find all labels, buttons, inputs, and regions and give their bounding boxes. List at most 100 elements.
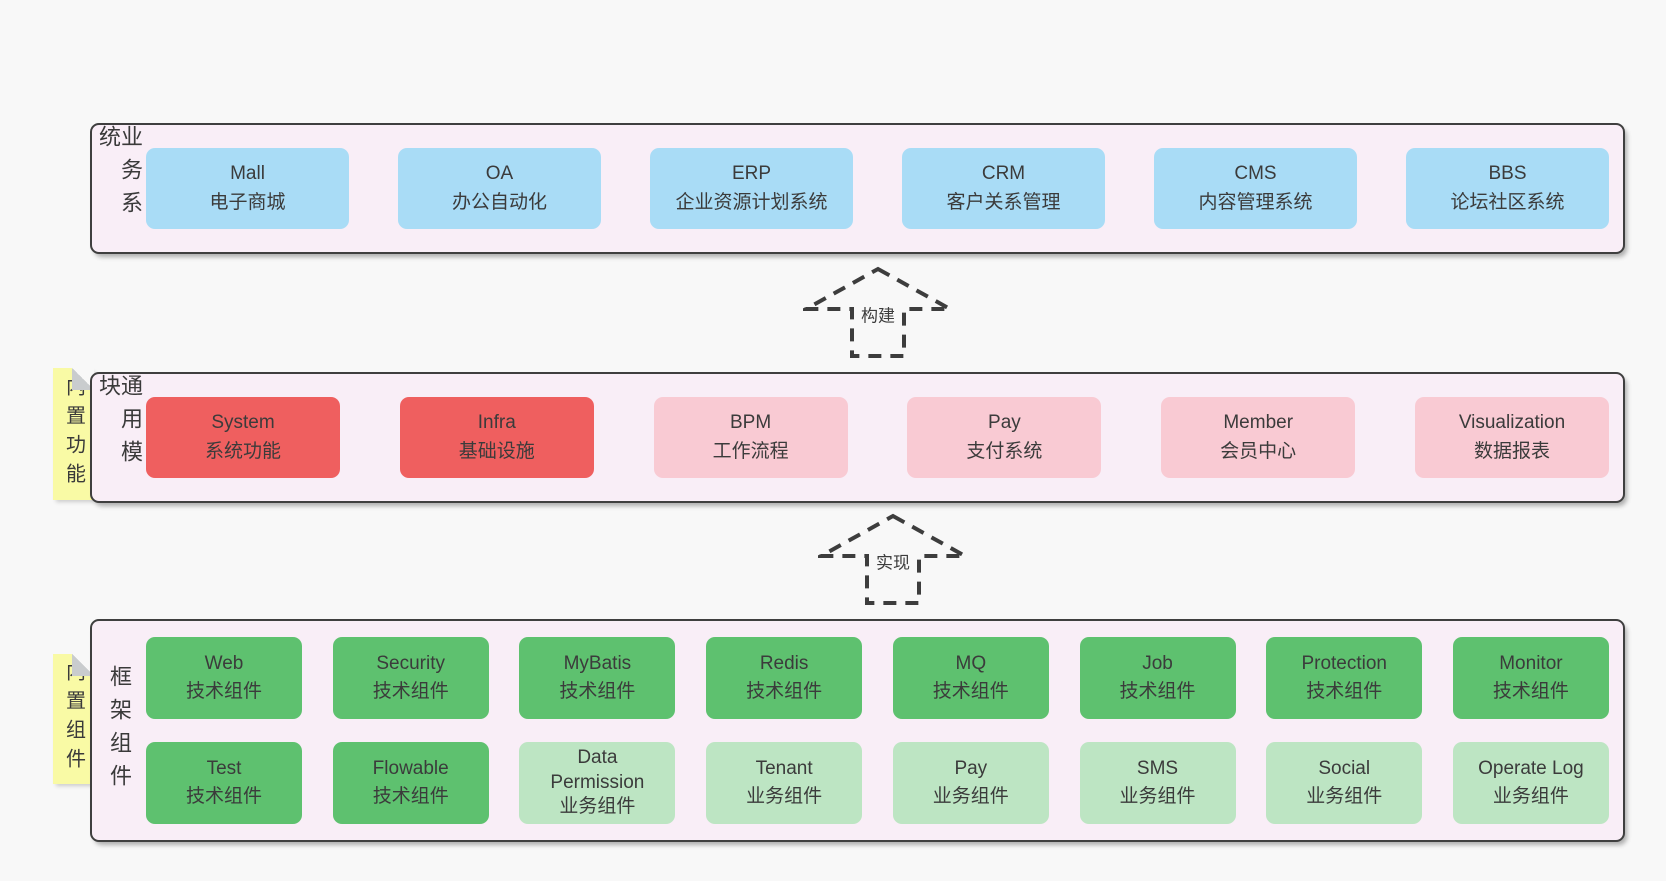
box-pay: Pay 支付系统	[907, 397, 1102, 478]
box-title: Mall	[230, 163, 265, 184]
build-arrow-icon: 构建	[803, 266, 953, 360]
box-crm: CRM 客户关系管理	[902, 148, 1105, 229]
folded-corner-icon	[72, 368, 94, 390]
box-sms: SMS 业务组件	[1079, 742, 1236, 824]
sticky-tab-built-in-components: 内置组件	[53, 654, 94, 784]
box-visualization: Visualization 数据报表	[1414, 397, 1609, 478]
box-subtitle: 支付系统	[966, 440, 1043, 462]
layer-framework-components: 框架组件 Web 技术组件 Security 技术组件 MyBatis 技术组件…	[90, 619, 1625, 842]
component-row-2: Test 技术组件 Flowable 技术组件 Data Permission …	[146, 742, 1609, 824]
box-subtitle: 业务组件	[746, 786, 823, 807]
box-title: Job	[1142, 652, 1173, 674]
box-monitor: Monitor 技术组件	[1452, 637, 1609, 719]
box-subtitle: 技术组件	[185, 786, 262, 807]
build-arrow-label: 构建	[856, 300, 900, 328]
box-title: Data Permission	[550, 746, 645, 793]
box-data-permission: Data Permission 业务组件	[519, 742, 676, 824]
box-system: System 系统功能	[146, 397, 340, 478]
box-title: Infra	[477, 412, 516, 433]
box-title: Monitor	[1499, 652, 1563, 674]
layer-business-systems: 业务系统 Mall 电子商城 OA 办公自动化 ERP 企业资源计划系统 CRM…	[90, 123, 1625, 254]
box-subtitle: 工作流程	[712, 440, 789, 462]
business-boxes: Mall 电子商城 OA 办公自动化 ERP 企业资源计划系统 CRM 客户关系…	[146, 125, 1623, 252]
sticky-tab-label: 内置功能	[62, 376, 85, 492]
box-title: Visualization	[1458, 412, 1566, 433]
layer-label-framework-components: 框架组件	[107, 664, 132, 797]
box-cms: CMS 内容管理系统	[1154, 148, 1357, 229]
box-title: MQ	[955, 652, 987, 674]
box-title: Pay	[988, 412, 1021, 433]
box-subtitle: 技术组件	[746, 681, 823, 702]
box-mq: MQ 技术组件	[892, 637, 1049, 719]
box-title: BPM	[730, 412, 772, 433]
box-subtitle: 客户关系管理	[946, 191, 1061, 213]
box-title: OA	[485, 163, 514, 184]
box-bbs: BBS 论坛社区系统	[1406, 148, 1609, 229]
box-title: SMS	[1136, 757, 1179, 779]
box-subtitle: 数据报表	[1473, 440, 1550, 462]
folded-corner-icon	[72, 654, 94, 676]
box-subtitle: 内容管理系统	[1198, 191, 1313, 213]
box-title: ERP	[731, 163, 772, 184]
implement-arrow-icon: 实现	[818, 513, 968, 607]
component-row-1: Web 技术组件 Security 技术组件 MyBatis 技术组件 Redi…	[146, 637, 1609, 719]
box-subtitle: 业务组件	[1306, 786, 1383, 807]
box-subtitle: 技术组件	[559, 681, 636, 702]
box-title: Flowable	[372, 757, 449, 779]
box-title: Member	[1223, 412, 1294, 433]
sticky-tab-label: 内置组件	[62, 661, 85, 777]
component-rows: Web 技术组件 Security 技术组件 MyBatis 技术组件 Redi…	[146, 621, 1623, 840]
box-title: Redis	[759, 652, 809, 674]
box-protection: Protection 技术组件	[1266, 637, 1423, 719]
box-subtitle: 企业资源计划系统	[675, 191, 828, 213]
box-subtitle: 业务组件	[559, 796, 636, 818]
box-subtitle: 技术组件	[372, 681, 449, 702]
implement-arrow-label: 实现	[871, 547, 915, 575]
box-job: Job 技术组件	[1079, 637, 1236, 719]
box-subtitle: 系统功能	[204, 440, 281, 462]
sticky-tab-built-in-features: 内置功能	[53, 368, 94, 500]
layer-label-common-modules: 通用模块	[96, 374, 143, 473]
box-subtitle: 技术组件	[1119, 681, 1196, 702]
box-infra: Infra 基础设施	[399, 397, 594, 478]
box-title: Operate Log	[1478, 757, 1584, 779]
box-subtitle: 技术组件	[1492, 681, 1569, 702]
box-web: Web 技术组件	[146, 637, 302, 719]
box-security: Security 技术组件	[332, 637, 489, 719]
box-title: Pay	[954, 757, 988, 779]
box-subtitle: 会员中心	[1220, 440, 1297, 462]
box-mybatis: MyBatis 技术组件	[519, 637, 676, 719]
box-title: Tenant	[755, 757, 813, 779]
box-subtitle: 论坛社区系统	[1450, 191, 1565, 213]
box-subtitle: 业务组件	[932, 786, 1009, 807]
layer-common-modules: 通用模块 System 系统功能 Infra 基础设施 BPM 工作流程 Pay…	[90, 372, 1625, 503]
box-member: Member 会员中心	[1161, 397, 1356, 478]
box-tenant: Tenant 业务组件	[706, 742, 863, 824]
box-title: System	[211, 412, 275, 433]
box-flowable: Flowable 技术组件	[332, 742, 489, 824]
box-subtitle: 技术组件	[932, 681, 1009, 702]
box-subtitle: 基础设施	[458, 440, 535, 462]
box-subtitle: 技术组件	[372, 786, 449, 807]
box-operate-log: Operate Log 业务组件	[1452, 742, 1609, 824]
box-subtitle: 技术组件	[1306, 681, 1383, 702]
box-title: MyBatis	[563, 652, 632, 674]
box-oa: OA 办公自动化	[398, 148, 601, 229]
module-boxes: System 系统功能 Infra 基础设施 BPM 工作流程 Pay 支付系统…	[146, 374, 1623, 501]
box-subtitle: 业务组件	[1492, 786, 1569, 807]
box-title: Test	[206, 757, 242, 779]
box-subtitle: 电子商城	[209, 191, 286, 213]
box-title: Protection	[1301, 652, 1387, 674]
layer-label-business-systems: 业务系统	[96, 125, 143, 224]
box-title: CRM	[981, 163, 1026, 184]
box-redis: Redis 技术组件	[706, 637, 863, 719]
box-title: Web	[204, 652, 244, 674]
box-subtitle: 办公自动化	[451, 191, 547, 213]
box-bpm: BPM 工作流程	[653, 397, 848, 478]
box-subtitle: 业务组件	[1119, 786, 1196, 807]
box-pay-biz: Pay 业务组件	[892, 742, 1049, 824]
box-title: Social	[1318, 757, 1371, 779]
box-mall: Mall 电子商城	[146, 148, 349, 229]
box-title: CMS	[1234, 163, 1277, 184]
